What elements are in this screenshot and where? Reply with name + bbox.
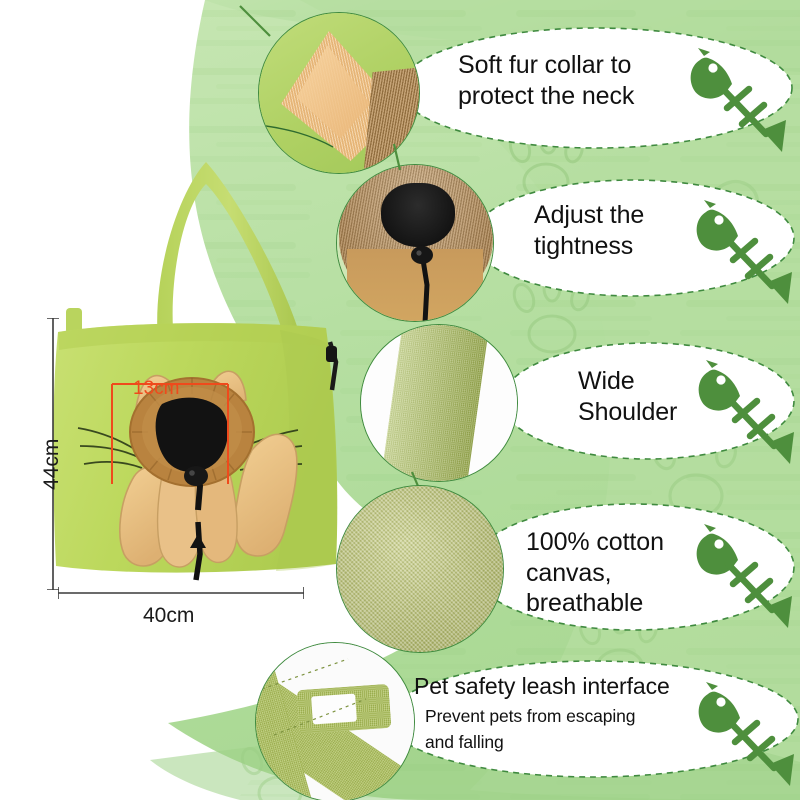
feature-heading-leash-interface: Pet safety leash interface (414, 673, 670, 699)
product-bag-illustration (53, 162, 339, 581)
leash-loop-closeup-photo (255, 642, 415, 800)
dimension-line-height (47, 318, 59, 590)
dimension-label-opening-width: 13cm (133, 378, 180, 399)
fishbone-icon (698, 360, 794, 464)
dimension-label-width: 40cm (143, 604, 195, 627)
fishbone-icon (698, 682, 794, 786)
feature-text-soft-fur-collar: Soft fur collar to protect the neck (458, 51, 635, 110)
feature-text-wide-shoulder: Wide Shoulder (578, 367, 678, 426)
feature-text-cotton-canvas: 100% cotton canvas, breathable (526, 528, 664, 617)
connector-line-1 (239, 5, 271, 37)
drawstring-collar-closeup-photo (336, 164, 494, 322)
connector-line-2 (392, 143, 402, 171)
dimension-line-width (58, 587, 304, 599)
fishbone-icon (696, 200, 792, 304)
dimension-bracket-opening (111, 383, 229, 484)
feature-subtext-leash-interface: Prevent pets from escaping and falling (425, 706, 636, 753)
fur-collar-closeup-photo (258, 12, 420, 174)
fishbone-icon (696, 524, 792, 628)
canvas-weave-closeup-photo (336, 485, 504, 653)
feature-text-adjust-tightness: Adjust the tightness (534, 201, 645, 260)
fishbone-icon (690, 48, 786, 152)
shoulder-strap-closeup-photo (360, 324, 518, 482)
dimension-label-height: 44cm (40, 438, 63, 490)
